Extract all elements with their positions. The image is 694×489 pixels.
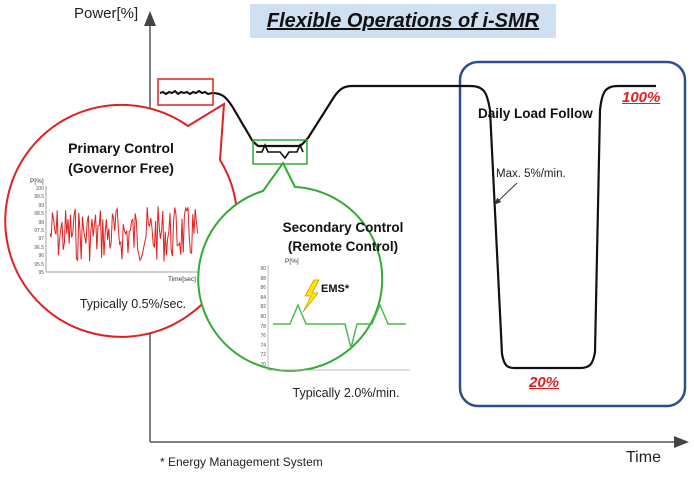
secondary-heading-line2: (Remote Control) bbox=[287, 239, 399, 254]
secondary-tick: 76 bbox=[260, 333, 266, 340]
primary-tick: 97.5 bbox=[34, 227, 44, 234]
rate-pointer-arrow bbox=[494, 182, 518, 205]
secondary-heading-line1: Secondary Control bbox=[282, 220, 404, 235]
secondary-signal-trace bbox=[273, 303, 406, 349]
secondary-mini-line bbox=[256, 142, 304, 160]
footnote: * Energy Management System bbox=[160, 455, 323, 469]
low-power-label: 20% bbox=[529, 374, 560, 391]
primary-zoom-box bbox=[157, 78, 214, 106]
secondary-inset-ticks: 90 88 86 84 82 80 78 76 74 72 70 bbox=[254, 266, 266, 372]
primary-tick: 97 bbox=[38, 236, 44, 243]
page-title: Flexible Operations of i-SMR bbox=[266, 9, 540, 32]
high-power-label: 100% bbox=[622, 89, 661, 106]
ems-label: EMS* bbox=[321, 283, 350, 295]
x-axis-label: Time bbox=[626, 449, 661, 466]
primary-rate-text: Typically 0.5%/sec. bbox=[79, 297, 187, 311]
primary-tick: 96 bbox=[38, 253, 44, 260]
daily-heading: Daily Load Follow bbox=[478, 106, 593, 121]
lightning-icon bbox=[302, 279, 320, 313]
primary-signal-trace bbox=[49, 206, 199, 262]
primary-heading-line2: (Governor Free) bbox=[68, 160, 174, 176]
secondary-inset-y-label: P[%] bbox=[285, 258, 299, 265]
secondary-tick: 84 bbox=[260, 294, 266, 301]
primary-tick: 99.5 bbox=[34, 194, 44, 201]
secondary-tick: 74 bbox=[260, 342, 266, 349]
title-banner: Flexible Operations of i-SMR bbox=[250, 4, 556, 38]
primary-inset-x-label: Time[sec] bbox=[168, 276, 196, 283]
primary-tick: 95 bbox=[38, 269, 44, 276]
primary-tick: 96.5 bbox=[34, 244, 44, 251]
secondary-tick: 88 bbox=[260, 275, 266, 282]
primary-heading: Primary Control (Governor Free) bbox=[6, 138, 236, 178]
secondary-tick: 70 bbox=[260, 361, 266, 368]
primary-inset-ticks: 100 99.5 99 98.5 98 97.5 97 96.5 96 95.5… bbox=[30, 186, 44, 278]
daily-load-follow-frame bbox=[458, 60, 687, 408]
secondary-zoom-box bbox=[252, 139, 308, 165]
secondary-tick: 86 bbox=[260, 285, 266, 292]
primary-tick: 98 bbox=[38, 219, 44, 226]
power-profile-line bbox=[211, 84, 656, 370]
primary-tick: 99 bbox=[38, 202, 44, 209]
secondary-tick: 72 bbox=[260, 352, 266, 359]
primary-tick: 98.5 bbox=[34, 211, 44, 218]
secondary-tick: 90 bbox=[260, 266, 266, 272]
primary-inset-y-label: P[%] bbox=[30, 178, 44, 185]
secondary-balloon bbox=[197, 161, 384, 372]
secondary-tick: 82 bbox=[260, 304, 266, 311]
y-axis-label: Power[%] bbox=[74, 5, 139, 22]
secondary-tick: 80 bbox=[260, 313, 266, 320]
secondary-rate-text: Typically 2.0%/min. bbox=[292, 386, 400, 400]
primary-noise-line bbox=[159, 89, 213, 96]
secondary-tick: 78 bbox=[260, 323, 266, 330]
secondary-heading: Secondary Control (Remote Control) bbox=[258, 218, 428, 256]
primary-tick: 100 bbox=[35, 186, 44, 192]
daily-rate-text: Max. 5%/min. bbox=[496, 168, 566, 180]
primary-tick: 95.5 bbox=[34, 261, 44, 268]
primary-heading-line1: Primary Control bbox=[68, 140, 174, 156]
